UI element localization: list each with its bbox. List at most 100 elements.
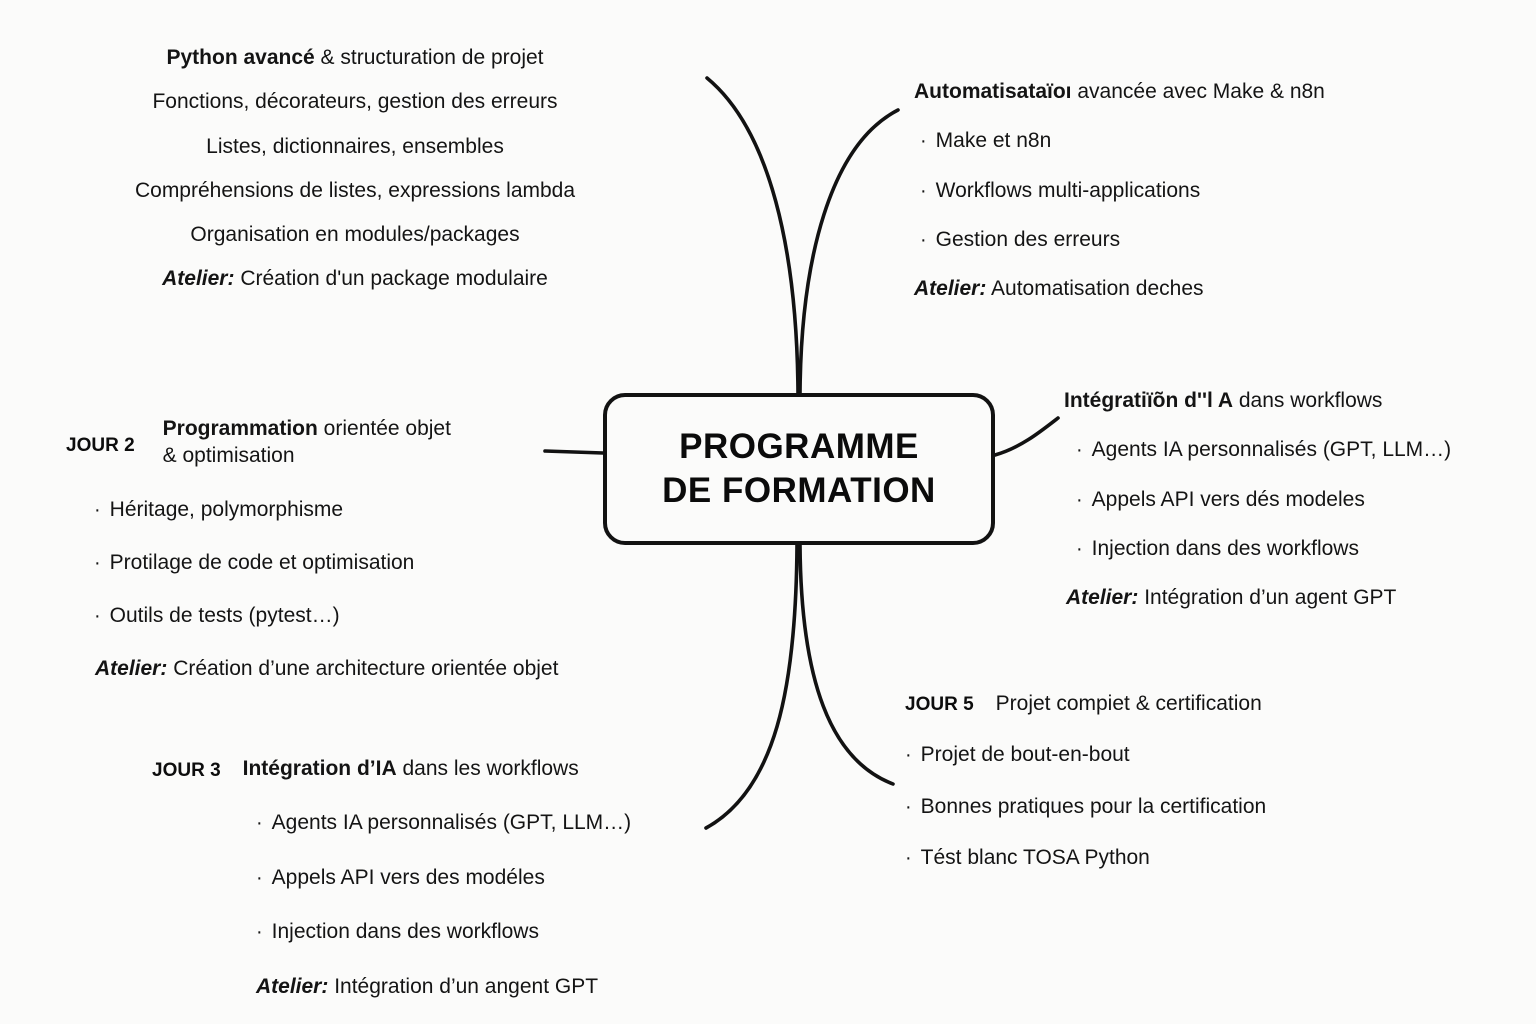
branch-integration-ia-workflows[interactable]: Intégratiïõn d''l A dans workflows · Age…	[1064, 387, 1451, 611]
branch-jour-5-bullet-2: · Bonnes pratiques pour la certification	[905, 793, 1266, 820]
branch-jour-2-title-strong: Programmation	[162, 417, 318, 440]
bullet-dot-icon: ·	[905, 744, 912, 767]
center-node[interactable]: PROGRAMME DE FORMATION	[603, 393, 995, 545]
connector-jour5	[798, 543, 895, 786]
branch-jour-2-head-row: JOUR 2 Programmation orientée objet & op…	[66, 415, 558, 470]
branch-jour-2-bullet-1: · Héritage, polymorphisme	[94, 496, 558, 523]
branch-jour-5-day-tag: JOUR 5	[905, 694, 974, 715]
branch-python-line-3: Compréhensions de listes, expressions la…	[134, 178, 576, 202]
bullet-dot-icon: ·	[256, 920, 263, 943]
branch-python-title-strong: Python avancé	[166, 46, 315, 69]
bullet-dot-icon: ·	[256, 866, 263, 889]
bullet-text: Agents IA personnalisés (GPT, LLM…)	[1091, 438, 1452, 462]
branch-jour-3-title-rest: dans les workflows	[396, 757, 579, 780]
branch-jour-2-title-line-2: & optimisation	[162, 444, 295, 468]
branch-integration-ia-atelier: Atelier: Intégration d’un agent GPT	[1066, 584, 1451, 611]
branch-automatisation-title-strong: Automatisataïoı	[914, 80, 1072, 103]
branch-jour-5-bullet-1: · Projet de bout-en-bout	[905, 741, 1266, 768]
branch-integration-ia-atelier-label: Atelier:	[1066, 586, 1139, 610]
bullet-dot-icon: ·	[94, 498, 101, 521]
bullet-text: Injection dans des workflows	[271, 919, 539, 943]
branch-jour-2-bullet-3: · Outils de tests (pytest…)	[94, 602, 558, 629]
branch-integration-ia-atelier-text: Intégration d’un agent GPT	[1138, 586, 1397, 610]
branch-jour-3-bullet-1: · Agents IA personnalisés (GPT, LLM…)	[256, 809, 631, 836]
branch-jour-5[interactable]: JOUR 5 Projet compiet & certification · …	[905, 690, 1266, 895]
branch-jour-3-title: Intégration d’IA dans les workflows	[243, 755, 579, 782]
branch-python-atelier-text: Création d'un package modulaire	[234, 267, 548, 291]
branch-automatisation-title: Automatisataïoı avancée avec Make & n8n	[914, 78, 1325, 105]
branch-integration-ia-title: Intégratiïõn d''l A dans workflows	[1064, 387, 1451, 414]
bullet-text: Protilage de code et optimisation	[109, 550, 415, 574]
branch-automatisation-bullet-2: · Workflows multi-applications	[920, 177, 1325, 204]
bullet-dot-icon: ·	[1076, 439, 1083, 462]
bullet-text: Tést blanc TOSA Python	[920, 845, 1150, 869]
branch-integration-ia-bullet-3: · Injection dans des workflows	[1076, 535, 1451, 562]
bullet-dot-icon: ·	[905, 846, 912, 869]
branch-jour-3-title-strong: Intégration d’IA	[242, 757, 397, 780]
bullet-text: Bonnes pratiques pour la certification	[920, 794, 1267, 818]
branch-automatisation-title-rest: avancée avec Make & n8n	[1071, 80, 1325, 103]
bullet-text: Appels API vers dés modeles	[1091, 487, 1365, 511]
branch-automatisation-atelier-label: Atelier:	[914, 277, 987, 301]
branch-automatisation-bullet-1: · Make et n8n	[920, 127, 1325, 154]
bullet-dot-icon: ·	[94, 551, 101, 574]
bullet-text: Gestion des erreurs	[935, 227, 1121, 251]
bullet-text: Appels API vers des modéles	[271, 865, 545, 889]
branch-integration-ia-bullet-2: · Appels API vers dés modeles	[1076, 486, 1451, 513]
branch-jour-2-atelier-text: Création d’une architecture orientée obj…	[167, 657, 559, 681]
connector-python	[705, 76, 800, 395]
bullet-dot-icon: ·	[94, 605, 101, 628]
branch-jour-3-head-row: JOUR 3 Intégration d’IA dans les workflo…	[152, 755, 631, 782]
connector-automatisation	[798, 108, 900, 395]
branch-jour-2-title-rest: orientée objet	[317, 417, 451, 440]
branch-jour-3-atelier-text: Intégration d’un angent GPT	[328, 975, 599, 999]
bullet-text: Héritage, polymorphisme	[109, 497, 344, 521]
branch-automatisation-atelier: Atelier: Automatisation deches	[914, 275, 1325, 302]
branch-python-title-rest: & structuration de projet	[314, 46, 544, 69]
branch-python-line-4: Organisation en modules/packages	[190, 223, 520, 247]
branch-automatisation-atelier-text: Automatisation deches	[986, 277, 1204, 301]
branch-jour-5-head-row: JOUR 5 Projet compiet & certification	[905, 690, 1266, 717]
connector-jour3	[704, 543, 799, 830]
bullet-dot-icon: ·	[920, 179, 927, 202]
branch-jour-2-title-block: Programmation orientée objet & optimisat…	[163, 415, 451, 470]
branch-jour-2[interactable]: JOUR 2 Programmation orientée objet & op…	[66, 415, 558, 683]
branch-jour-2-day-tag: JOUR 2	[66, 435, 135, 456]
bullet-dot-icon: ·	[920, 130, 927, 153]
branch-jour-2-title: Programmation orientée objet	[163, 415, 451, 442]
bullet-text: Make et n8n	[935, 129, 1052, 153]
branch-integration-ia-title-rest: dans workflows	[1233, 389, 1383, 412]
center-title-line-1: PROGRAMME	[679, 427, 919, 467]
bullet-dot-icon: ·	[905, 795, 912, 818]
branch-jour-3-bullet-2: · Appels API vers des modéles	[256, 864, 631, 891]
bullet-dot-icon: ·	[1076, 488, 1083, 511]
branch-python-title: Python avancé & structuration de projet	[0, 44, 710, 71]
center-title-line-2: DE FORMATION	[662, 471, 936, 510]
branch-jour-3-atelier-label: Atelier:	[256, 975, 329, 999]
branch-jour-3[interactable]: JOUR 3 Intégration d’IA dans les workflo…	[152, 755, 631, 1000]
branch-integration-ia-title-strong: Intégratiïõn d''l A	[1064, 389, 1234, 412]
branch-jour-3-day-tag: JOUR 3	[152, 760, 221, 781]
branch-integration-ia-bullet-1: · Agents IA personnalisés (GPT, LLM…)	[1076, 436, 1451, 463]
bullet-dot-icon: ·	[1076, 537, 1083, 560]
branch-jour-2-atelier-label: Atelier:	[95, 657, 168, 681]
bullet-text: Injection dans des workflows	[1091, 536, 1359, 560]
branch-python-avance[interactable]: Python avancé & structuration de projet …	[0, 44, 710, 293]
branch-jour-3-bullet-3: · Injection dans des workflows	[256, 918, 631, 945]
branch-jour-5-bullet-3: · Tést blanc TOSA Python	[905, 844, 1266, 871]
bullet-text: Projet de bout-en-bout	[920, 743, 1130, 767]
branch-jour-2-atelier: Atelier: Création d’une architecture ori…	[95, 655, 558, 682]
branch-automatisation-bullet-3: · Gestion des erreurs	[920, 226, 1325, 253]
branch-python-atelier: Atelier: Création d'un package modulaire	[0, 265, 710, 292]
bullet-dot-icon: ·	[920, 228, 927, 251]
branch-python-atelier-label: Atelier:	[162, 267, 235, 291]
connector-ia-right	[993, 416, 1060, 457]
bullet-dot-icon: ·	[256, 812, 263, 835]
branch-python-line-2: Listes, dictionnaires, ensembles	[206, 134, 504, 158]
branch-jour-5-title: Projet compiet & certification	[995, 692, 1262, 715]
bullet-text: Agents IA personnalisés (GPT, LLM…)	[271, 811, 632, 835]
bullet-text: Outils de tests (pytest…)	[109, 604, 340, 628]
branch-automatisation[interactable]: Automatisataïoı avancée avec Make & n8n …	[914, 78, 1325, 302]
branch-jour-3-atelier: Atelier: Intégration d’un angent GPT	[256, 973, 631, 1000]
